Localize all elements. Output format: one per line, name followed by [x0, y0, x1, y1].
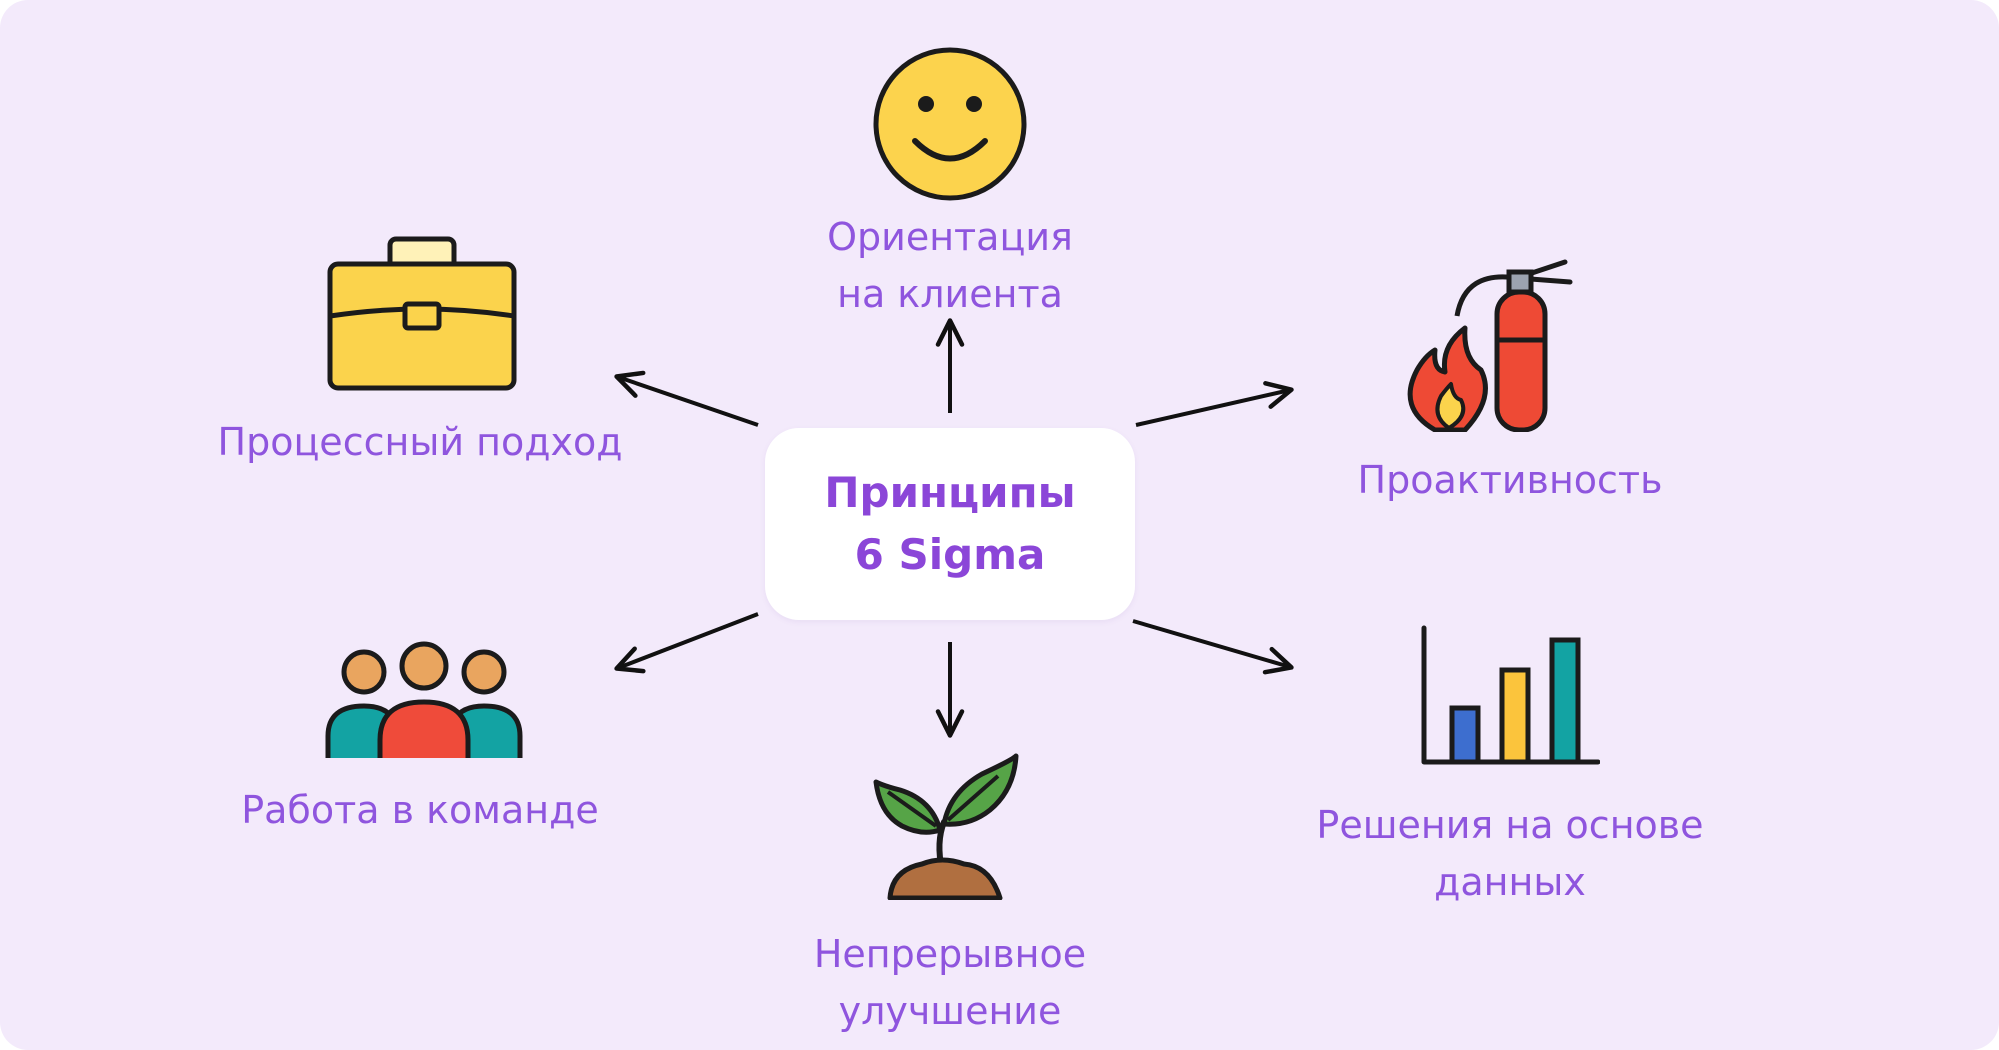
node-improvement-line1: Непрерывное [813, 932, 1087, 976]
node-label-improvement: Непрерывное улучшение [750, 926, 1150, 1040]
node-label-data: Решения на основе данных [1240, 797, 1780, 911]
team-people-icon [324, 641, 524, 768]
bar-chart-icon [1421, 625, 1600, 765]
node-customer-line2: на клиента [837, 272, 1063, 316]
node-proactive-line1: Проактивность [1357, 458, 1663, 502]
center-box: Принципы 6 Sigma [765, 428, 1135, 620]
node-data-line1: Решения на основе [1316, 803, 1704, 847]
node-label-process: Процессный подход [160, 414, 680, 471]
smiley-icon [873, 47, 1027, 201]
node-label-team: Работа в команде [190, 782, 650, 839]
arrow-to-team [614, 612, 759, 674]
center-title-line2: 6 Sigma [854, 530, 1046, 579]
node-process-line1: Процессный подход [217, 420, 623, 464]
node-improvement-line2: улучшение [838, 989, 1062, 1033]
arrow-to-data [1132, 619, 1294, 675]
fire-extinguisher-icon [1407, 259, 1573, 432]
arrow-to-process [614, 370, 759, 427]
arrow-to-proactive [1135, 381, 1294, 427]
sprout-icon [873, 753, 1019, 900]
briefcase-icon [327, 236, 517, 391]
node-data-line2: данных [1434, 860, 1586, 904]
node-customer-line1: Ориентация [827, 215, 1073, 259]
node-team-line1: Работа в команде [241, 788, 599, 832]
node-label-customer: Ориентация на клиента [750, 209, 1150, 323]
node-label-proactive: Проактивность [1290, 452, 1730, 509]
center-title-line1: Принципы [824, 468, 1076, 517]
